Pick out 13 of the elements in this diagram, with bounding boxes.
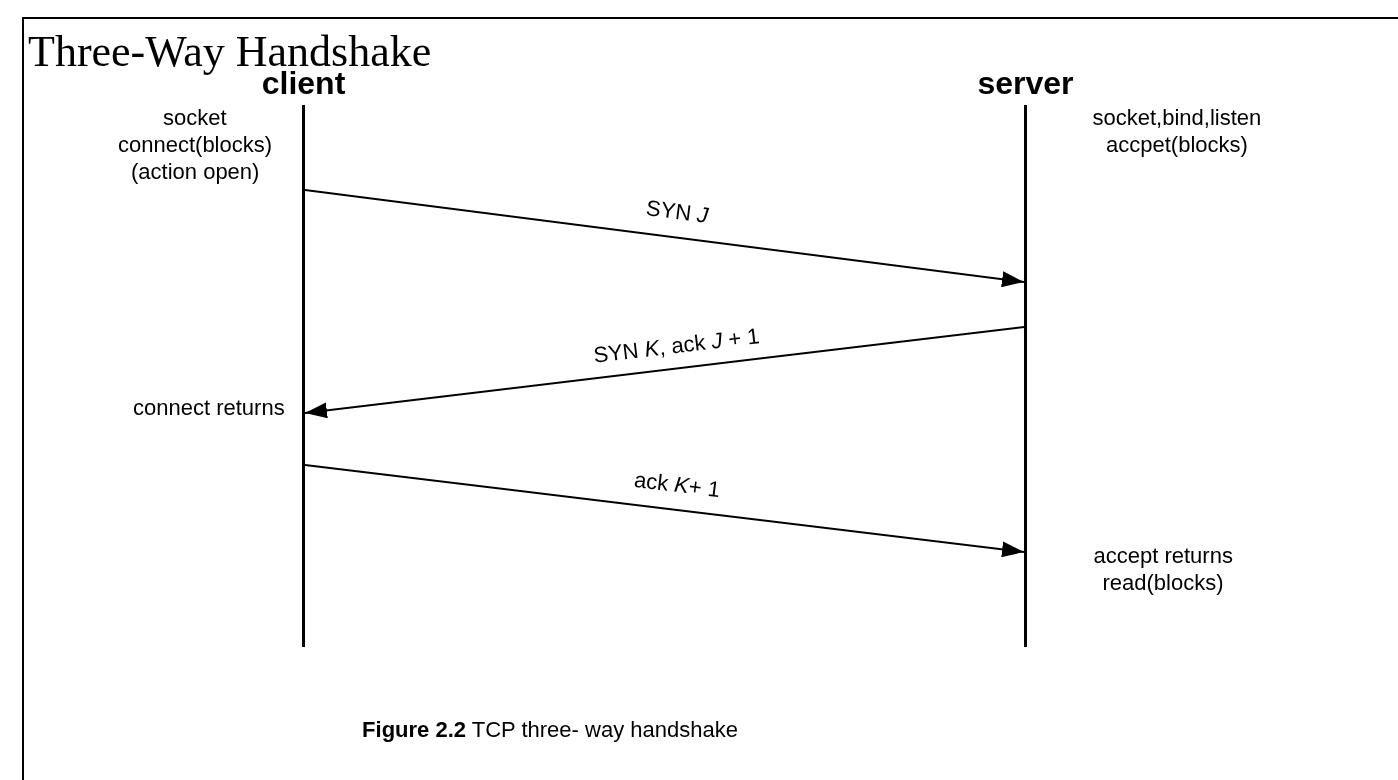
arrow: [304, 326, 1025, 419]
annotation: (action open): [131, 159, 260, 185]
lifeline-heading: server: [977, 65, 1074, 101]
annotation: accept returns: [1093, 543, 1233, 569]
annotation: accpet(blocks): [1106, 132, 1248, 158]
annotation: socket,bind,listen: [1092, 105, 1262, 131]
annotation: connect returns: [133, 395, 285, 421]
annotation: read(blocks): [1102, 570, 1224, 596]
annotation: socket: [163, 105, 227, 131]
arrow: [304, 189, 1025, 288]
figure-caption: Figure 2.2 TCP three- way handshake: [361, 717, 739, 743]
annotation: connect(blocks): [118, 132, 273, 158]
arrow: [304, 464, 1025, 558]
